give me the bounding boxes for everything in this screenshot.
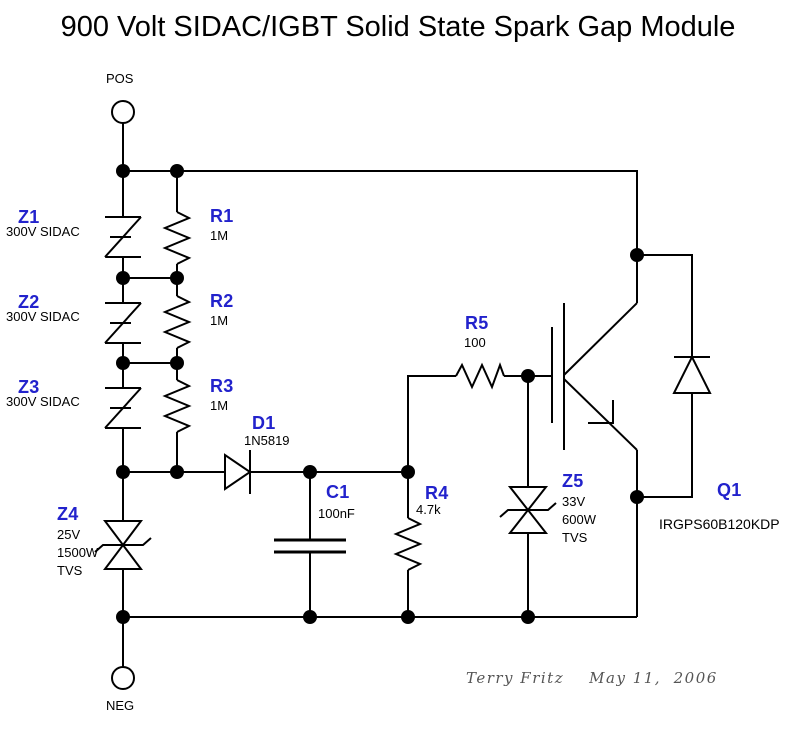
junction-dots [116,164,644,624]
pos-terminal-circle [111,100,135,124]
d1-diode-symbol [224,450,252,494]
schematic-title: 900 Volt SIDAC/IGBT Solid State Spark Ga… [60,11,736,43]
z5-value-line1: 33V [562,494,586,509]
z2-sidac-symbol [104,302,142,344]
neg-terminal-label: NEG [106,698,135,713]
r4-designator: R4 [425,483,449,503]
q1-igbt-symbol [551,302,638,451]
author-signature: Terry Fritz May 11, 2006 [466,669,718,687]
freewheel-diode-symbol [672,354,712,394]
z4-value-line3: TVS [57,563,83,578]
z3-value: 300V SIDAC [6,394,80,409]
z4-tvs-symbol [94,520,152,570]
z5-tvs-symbol [499,486,557,534]
wire-freewheel-branch [637,254,693,498]
z5-designator: Z5 [562,471,584,491]
d1-designator: D1 [252,413,276,433]
z5-value-line3: TVS [562,530,588,545]
r1-designator: R1 [210,206,234,226]
z2-designator: Z2 [18,292,40,312]
r3-value: 1M [210,398,229,413]
z1-sidac-symbol [104,216,142,258]
r2-designator: R2 [210,291,234,311]
c1-capacitor-symbol [274,538,346,554]
r5-designator: R5 [465,313,489,333]
z4-designator: Z4 [57,504,79,524]
d1-part-number: 1N5819 [244,433,290,448]
z2-value: 300V SIDAC [6,309,80,324]
c1-designator: C1 [326,482,350,502]
z4-value-line1: 25V [57,527,81,542]
c1-value: 100nF [318,506,355,521]
r2-resistor-symbol [162,295,192,349]
r4-value: 4.7k [416,502,441,517]
z5-value-line2: 600W [562,512,596,527]
wire-gate-branch [407,375,552,472]
z3-sidac-symbol [104,387,142,429]
r3-resistor-symbol [162,379,192,433]
q1-designator: Q1 [717,480,742,500]
r5-value: 100 [464,335,486,350]
r3-designator: R3 [210,376,234,396]
r5-resistor-symbol [455,362,505,390]
neg-terminal-circle [111,666,135,690]
pos-terminal-label: POS [106,71,134,86]
r2-value: 1M [210,313,229,328]
q1-part-number: IRGPS60B120KDP [659,516,780,532]
wire-top-rail [123,170,638,303]
r4-resistor-symbol [393,517,423,571]
igbt-emitter-arrow [588,400,614,424]
z3-designator: Z3 [18,377,40,397]
z1-value: 300V SIDAC [6,224,80,239]
z1-designator: Z1 [18,207,40,227]
z4-value-line2: 1500W [57,545,99,560]
r1-resistor-symbol [162,211,192,265]
r1-value: 1M [210,228,229,243]
